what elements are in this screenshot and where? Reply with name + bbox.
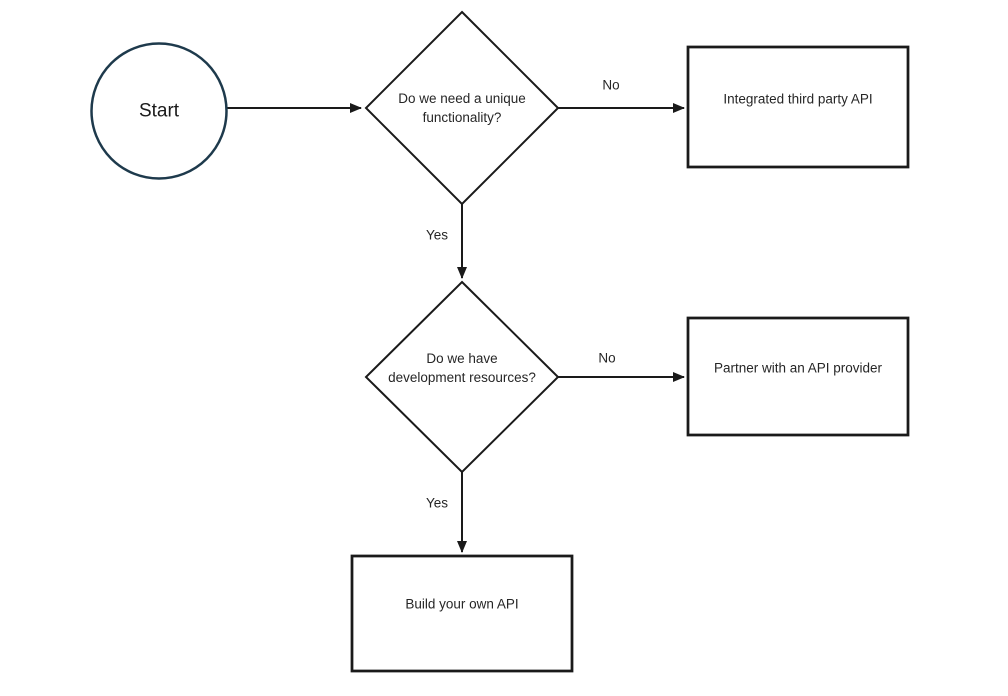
decision2-label: Do we have development resources?	[388, 349, 536, 387]
outcome-partner-label: Partner with an API provider	[713, 360, 883, 376]
outcome-partner-shape	[686, 316, 910, 437]
edge-label-decision1-no: No	[602, 77, 620, 93]
decision2-shape	[364, 280, 560, 474]
decision2-label-line1: Do we have	[426, 351, 498, 366]
outcome-build-label: Build your own API	[405, 596, 519, 612]
start-node-shape	[90, 42, 228, 180]
decision2-label-line2: development resources?	[388, 370, 536, 385]
start-node-label: Start	[138, 100, 180, 122]
edge-label-decision2-no: No	[598, 350, 616, 366]
outcome-third-party-label: Integrated third party API	[723, 91, 873, 107]
decision1-label: Do we need a unique functionality?	[398, 89, 526, 127]
edge-label-decision2-yes: Yes	[425, 495, 449, 511]
decision1-label-line1: Do we need a unique	[398, 91, 526, 106]
edge-label-decision1-yes: Yes	[425, 227, 449, 243]
outcome-build-shape	[350, 554, 574, 673]
outcome-third-party-shape	[686, 45, 910, 169]
decision1-shape	[364, 10, 560, 206]
decision1-label-line2: functionality?	[422, 110, 502, 125]
